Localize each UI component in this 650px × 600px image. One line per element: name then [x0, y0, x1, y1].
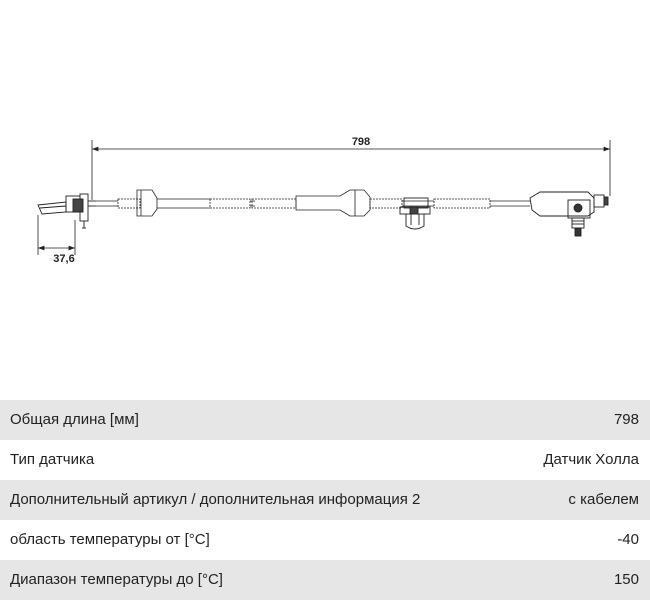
spec-value: Датчик Холла [543, 451, 639, 468]
spec-value: 798 [613, 411, 639, 428]
spec-value: 150 [613, 571, 639, 588]
offset-dimension-label: 37,6 [53, 253, 74, 265]
spec-label: область температуры от [°C] [10, 531, 210, 548]
spec-label: Диапазон температуры до [°C] [10, 571, 223, 588]
spec-row-total-length: Общая длина [мм] 798 [0, 400, 650, 440]
offset-dimension: 37,6 [37, 215, 76, 265]
sensor-drawing-svg: 798 37,6 [37, 136, 611, 265]
sensor-connector [529, 191, 609, 237]
sensor-cable [96, 189, 530, 217]
spec-label: Дополнительный артикул / дополнительная … [10, 491, 421, 508]
sensor-head [37, 193, 96, 229]
spec-label: Общая длина [мм] [10, 411, 139, 428]
sensor-technical-drawing: 798 37,6 [37, 136, 611, 265]
spec-row-additional-info: Дополнительный артикул / дополнительная … [0, 480, 650, 520]
spec-label: Тип датчика [10, 451, 95, 468]
spec-value: с кабелем [568, 491, 639, 508]
cable-clip [399, 197, 431, 230]
length-dimension: 798 [91, 136, 611, 200]
spec-value: -40 [617, 531, 639, 548]
specifications-table: Общая длина [мм] 798 Тип датчика Датчик … [0, 400, 650, 600]
length-dimension-label: 798 [352, 136, 370, 148]
spec-row-temperature-to: Диапазон температуры до [°C] 150 [0, 560, 650, 600]
spec-row-sensor-type: Тип датчика Датчик Холла [0, 440, 650, 480]
spec-row-temperature-from: область температуры от [°C] -40 [0, 520, 650, 560]
